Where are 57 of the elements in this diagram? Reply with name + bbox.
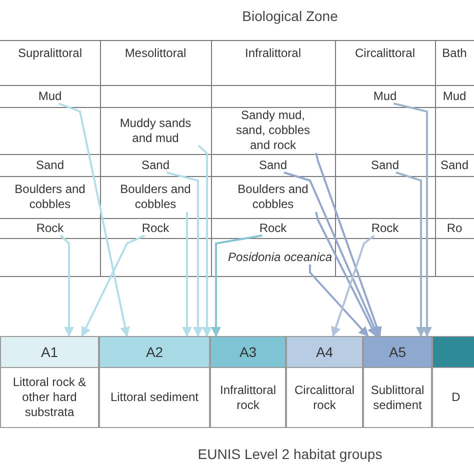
habitat-box	[286, 336, 363, 428]
cell-text: Rock	[142, 220, 170, 236]
arrow	[315, 152, 382, 337]
cell-text: Mud	[38, 88, 62, 104]
column-header: Mesolittoral	[124, 46, 186, 61]
habitat-box	[432, 336, 474, 428]
arrow	[81, 234, 146, 337]
cell-text: Sand	[370, 158, 400, 172]
arrow	[60, 234, 74, 337]
column-header: Circalittoral	[354, 46, 415, 61]
arrow	[331, 234, 375, 337]
arrow	[182, 212, 192, 337]
habitat-name: D	[452, 390, 460, 405]
arrow	[284, 172, 379, 337]
cell-text: Sand	[440, 158, 469, 172]
arrow	[211, 234, 262, 337]
cell-text: Sand	[36, 158, 64, 172]
habitat-name: Littoral rock & other hard substrata	[12, 375, 88, 420]
habitat-code: A2	[146, 344, 164, 360]
cell-text: Sand	[258, 158, 288, 172]
column-header: Supralittoral	[18, 46, 82, 61]
cell-text: Mud	[373, 88, 397, 104]
cell-text: Sand	[141, 158, 170, 172]
diagram-title: Biological Zone	[242, 8, 338, 24]
habitat-name: Circalittoral rock	[293, 382, 356, 412]
cell-text: Boulders and cobbles	[4, 182, 96, 212]
arrow	[315, 212, 377, 337]
cell-text: Boulders and cobbles	[110, 182, 202, 212]
habitat-code: A3	[239, 344, 257, 360]
habitat-name: Littoral sediment	[110, 390, 199, 405]
column-header: Bath	[442, 46, 467, 61]
habitat-code: A5	[388, 344, 406, 360]
arrow	[396, 172, 426, 337]
cell-text: Ro	[446, 220, 462, 236]
cell-text: Boulders and cobbles	[227, 182, 319, 212]
diagram-caption: EUNIS Level 2 habitat groups	[198, 446, 382, 462]
arrow	[166, 172, 203, 337]
cell-text: Rock	[36, 220, 64, 236]
column-header: Infralittoral	[244, 46, 302, 61]
species-name: Posidonia oceanica	[228, 250, 332, 264]
cell-text: Mud	[442, 88, 466, 104]
cell-text: Rock	[371, 220, 399, 236]
arrow	[393, 102, 432, 337]
cell-text: Muddy sands and mud	[110, 116, 202, 146]
cell-text: Rock	[259, 220, 287, 236]
habitat-box	[0, 336, 99, 428]
arrow	[309, 264, 369, 337]
arrow	[58, 102, 130, 337]
habitat-box	[363, 336, 432, 428]
cell-text: Sandy mud, sand, cobbles and rock	[227, 108, 319, 153]
arrow	[198, 144, 212, 337]
habitat-box	[99, 336, 210, 428]
habitat-name: Sublittoral sediment	[370, 382, 426, 412]
habitat-code: A4	[316, 344, 334, 360]
habitat-box	[210, 336, 286, 428]
habitat-name: Infralittoral rock	[218, 382, 278, 412]
habitat-code: A1	[40, 344, 58, 360]
